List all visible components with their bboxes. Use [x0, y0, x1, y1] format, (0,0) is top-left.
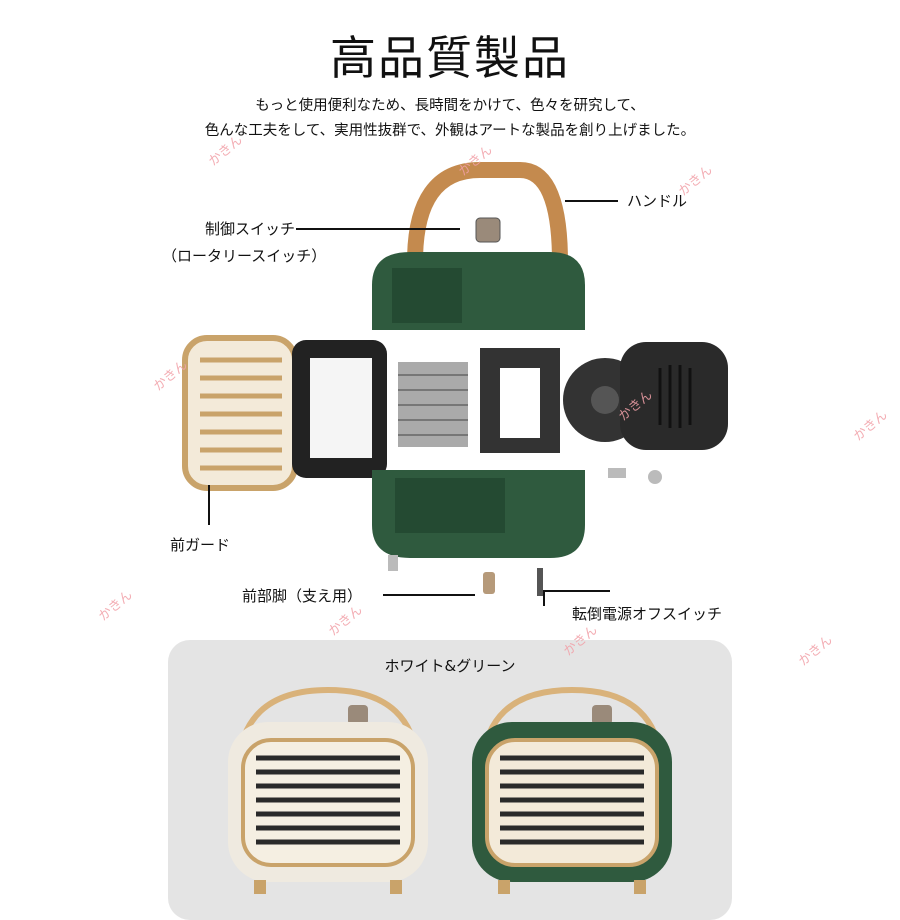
front-guard-callout-line: [208, 485, 210, 525]
tip-over-callout-line-v: [543, 590, 545, 606]
label-front-guard: 前ガード: [170, 536, 231, 554]
tip-over-callout-line-h: [543, 590, 610, 592]
label-tip-over-switch: 転倒電源オフスイッチ: [572, 605, 723, 623]
control-switch-callout-line: [296, 228, 460, 230]
front-legs-callout-line: [383, 594, 475, 596]
page-title: 高品質製品: [330, 31, 570, 85]
color-panel-title: ホワイト&グリーン: [384, 657, 516, 675]
label-handle: ハンドル: [627, 192, 688, 210]
white-heater-image: [228, 686, 428, 894]
label-rotary-switch: （ロータリースイッチ）: [162, 247, 327, 265]
label-front-legs: 前部脚（支え用）: [242, 587, 363, 605]
description-line-2: 色んな工夫をして、実用性抜群で、外観はアートな製品を創り上げました。: [204, 123, 696, 139]
handle-callout-line: [565, 200, 618, 202]
exploded-heater-illustration: [182, 162, 728, 596]
label-control-switch: 制御スイッチ: [205, 220, 296, 238]
description-line-1: もっと使用便利なため、長時間をかけて、色々を研究して、: [255, 98, 645, 114]
green-heater-image: [472, 686, 672, 894]
